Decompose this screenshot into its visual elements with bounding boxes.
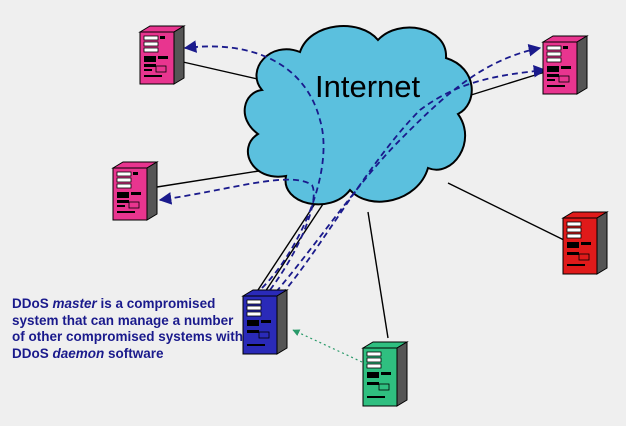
- network-links: [156, 61, 569, 339]
- attacker-to-master-arrow: [292, 329, 363, 363]
- computer-attacker: [361, 341, 409, 407]
- computer-tower-icon: [542, 35, 588, 95]
- caption-master-word: master: [52, 296, 97, 311]
- caption-part1: DDoS: [12, 296, 53, 311]
- control-arrow-middle-left: [158, 178, 315, 291]
- computer-daemon-top-left: [139, 25, 185, 85]
- link-target-right: [447, 182, 569, 243]
- computer-daemon-top-right: [542, 35, 588, 95]
- link-master-b: [264, 197, 328, 293]
- caption-part2: is a compromised system that can manage …: [12, 296, 244, 361]
- computer-daemon-middle-left: [112, 161, 158, 221]
- computer-master: [241, 289, 289, 355]
- control-arrow-top-left: [183, 40, 325, 289]
- computer-tower-icon: [139, 25, 185, 85]
- link-middle-left: [156, 169, 266, 188]
- internet-cloud: Internet: [243, 25, 473, 206]
- computer-target-right: [561, 211, 609, 275]
- caption-part3: software: [104, 345, 164, 361]
- control-arrow-top-right: [275, 44, 542, 293]
- cloud-label: Internet: [315, 69, 421, 104]
- control-arrows: [158, 40, 547, 295]
- control-arrow-target: [281, 64, 547, 295]
- master-caption: DDoS master is a compromised system that…: [12, 296, 248, 362]
- link-attacker: [367, 211, 389, 339]
- caption-daemon-word: daemon: [52, 345, 105, 361]
- computer-tower-icon: [112, 161, 158, 221]
